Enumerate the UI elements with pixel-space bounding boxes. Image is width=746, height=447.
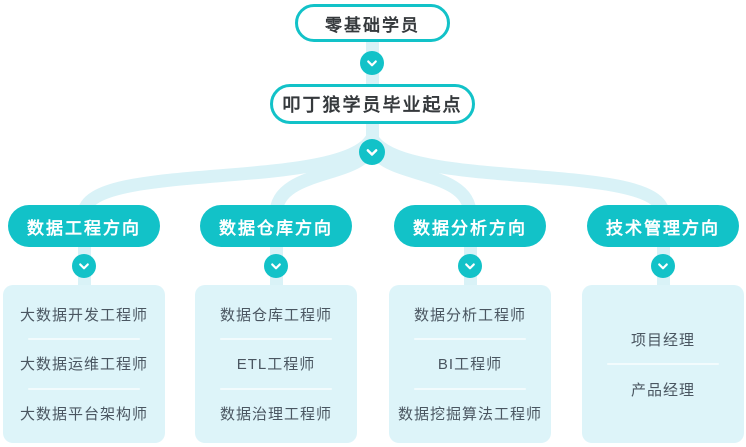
chevron-down-icon bbox=[267, 257, 285, 275]
root-node-label: 零基础学员 bbox=[325, 15, 420, 35]
chevron-down-icon bbox=[363, 54, 381, 72]
branch-pill-tech-management: 技术管理方向 bbox=[587, 205, 739, 247]
role-box-data-analysis: 数据分析工程师 BI工程师 数据挖掘算法工程师 bbox=[389, 285, 551, 443]
divider bbox=[414, 338, 526, 341]
branch-pill-label: 数据工程方向 bbox=[27, 218, 141, 238]
branch-pill-data-warehouse: 数据仓库方向 bbox=[200, 205, 352, 247]
branch-pill-data-analysis: 数据分析方向 bbox=[394, 205, 546, 247]
role-box-data-warehouse: 数据仓库工程师 ETL工程师 数据治理工程师 bbox=[195, 285, 357, 443]
arrow-circle-root bbox=[360, 51, 384, 75]
arrow-circle-branch-1 bbox=[72, 254, 96, 278]
divider bbox=[220, 387, 332, 390]
role-item: 数据挖掘算法工程师 bbox=[397, 405, 542, 423]
divider bbox=[28, 387, 140, 390]
role-item: 数据仓库工程师 bbox=[219, 307, 332, 325]
divider bbox=[28, 338, 140, 341]
role-item: 数据分析工程师 bbox=[413, 307, 526, 325]
branch-pill-label: 数据分析方向 bbox=[413, 218, 527, 238]
branch-pill-data-engineering: 数据工程方向 bbox=[8, 205, 160, 247]
branch-pill-label: 数据仓库方向 bbox=[219, 218, 333, 238]
chevron-down-icon bbox=[362, 142, 382, 162]
role-item: 数据治理工程师 bbox=[219, 405, 332, 423]
milestone-node-label: 叩丁狼学员毕业起点 bbox=[282, 95, 463, 115]
role-item: BI工程师 bbox=[437, 356, 503, 374]
divider bbox=[607, 363, 719, 365]
branch-pill-label: 技术管理方向 bbox=[606, 218, 720, 238]
role-item: 产品经理 bbox=[630, 381, 695, 399]
chevron-down-icon bbox=[75, 257, 93, 275]
arrow-circle-branch-3 bbox=[458, 254, 482, 278]
role-box-data-engineering: 大数据开发工程师 大数据运维工程师 大数据平台架构师 bbox=[3, 285, 165, 443]
role-box-tech-management: 项目经理 产品经理 bbox=[582, 285, 744, 443]
arrow-circle-branch-4 bbox=[651, 254, 675, 278]
chevron-down-icon bbox=[654, 257, 672, 275]
arrow-circle-hub bbox=[359, 139, 385, 165]
role-item: 大数据运维工程师 bbox=[19, 356, 148, 374]
milestone-node: 叩丁狼学员毕业起点 bbox=[270, 84, 475, 124]
divider bbox=[220, 338, 332, 341]
chevron-down-icon bbox=[461, 257, 479, 275]
divider bbox=[414, 387, 526, 390]
role-item: 项目经理 bbox=[630, 331, 695, 349]
role-item: 大数据平台架构师 bbox=[19, 405, 148, 423]
role-item: ETL工程师 bbox=[236, 356, 316, 374]
root-node: 零基础学员 bbox=[295, 4, 450, 42]
arrow-circle-branch-2 bbox=[264, 254, 288, 278]
role-item: 大数据开发工程师 bbox=[19, 307, 148, 325]
